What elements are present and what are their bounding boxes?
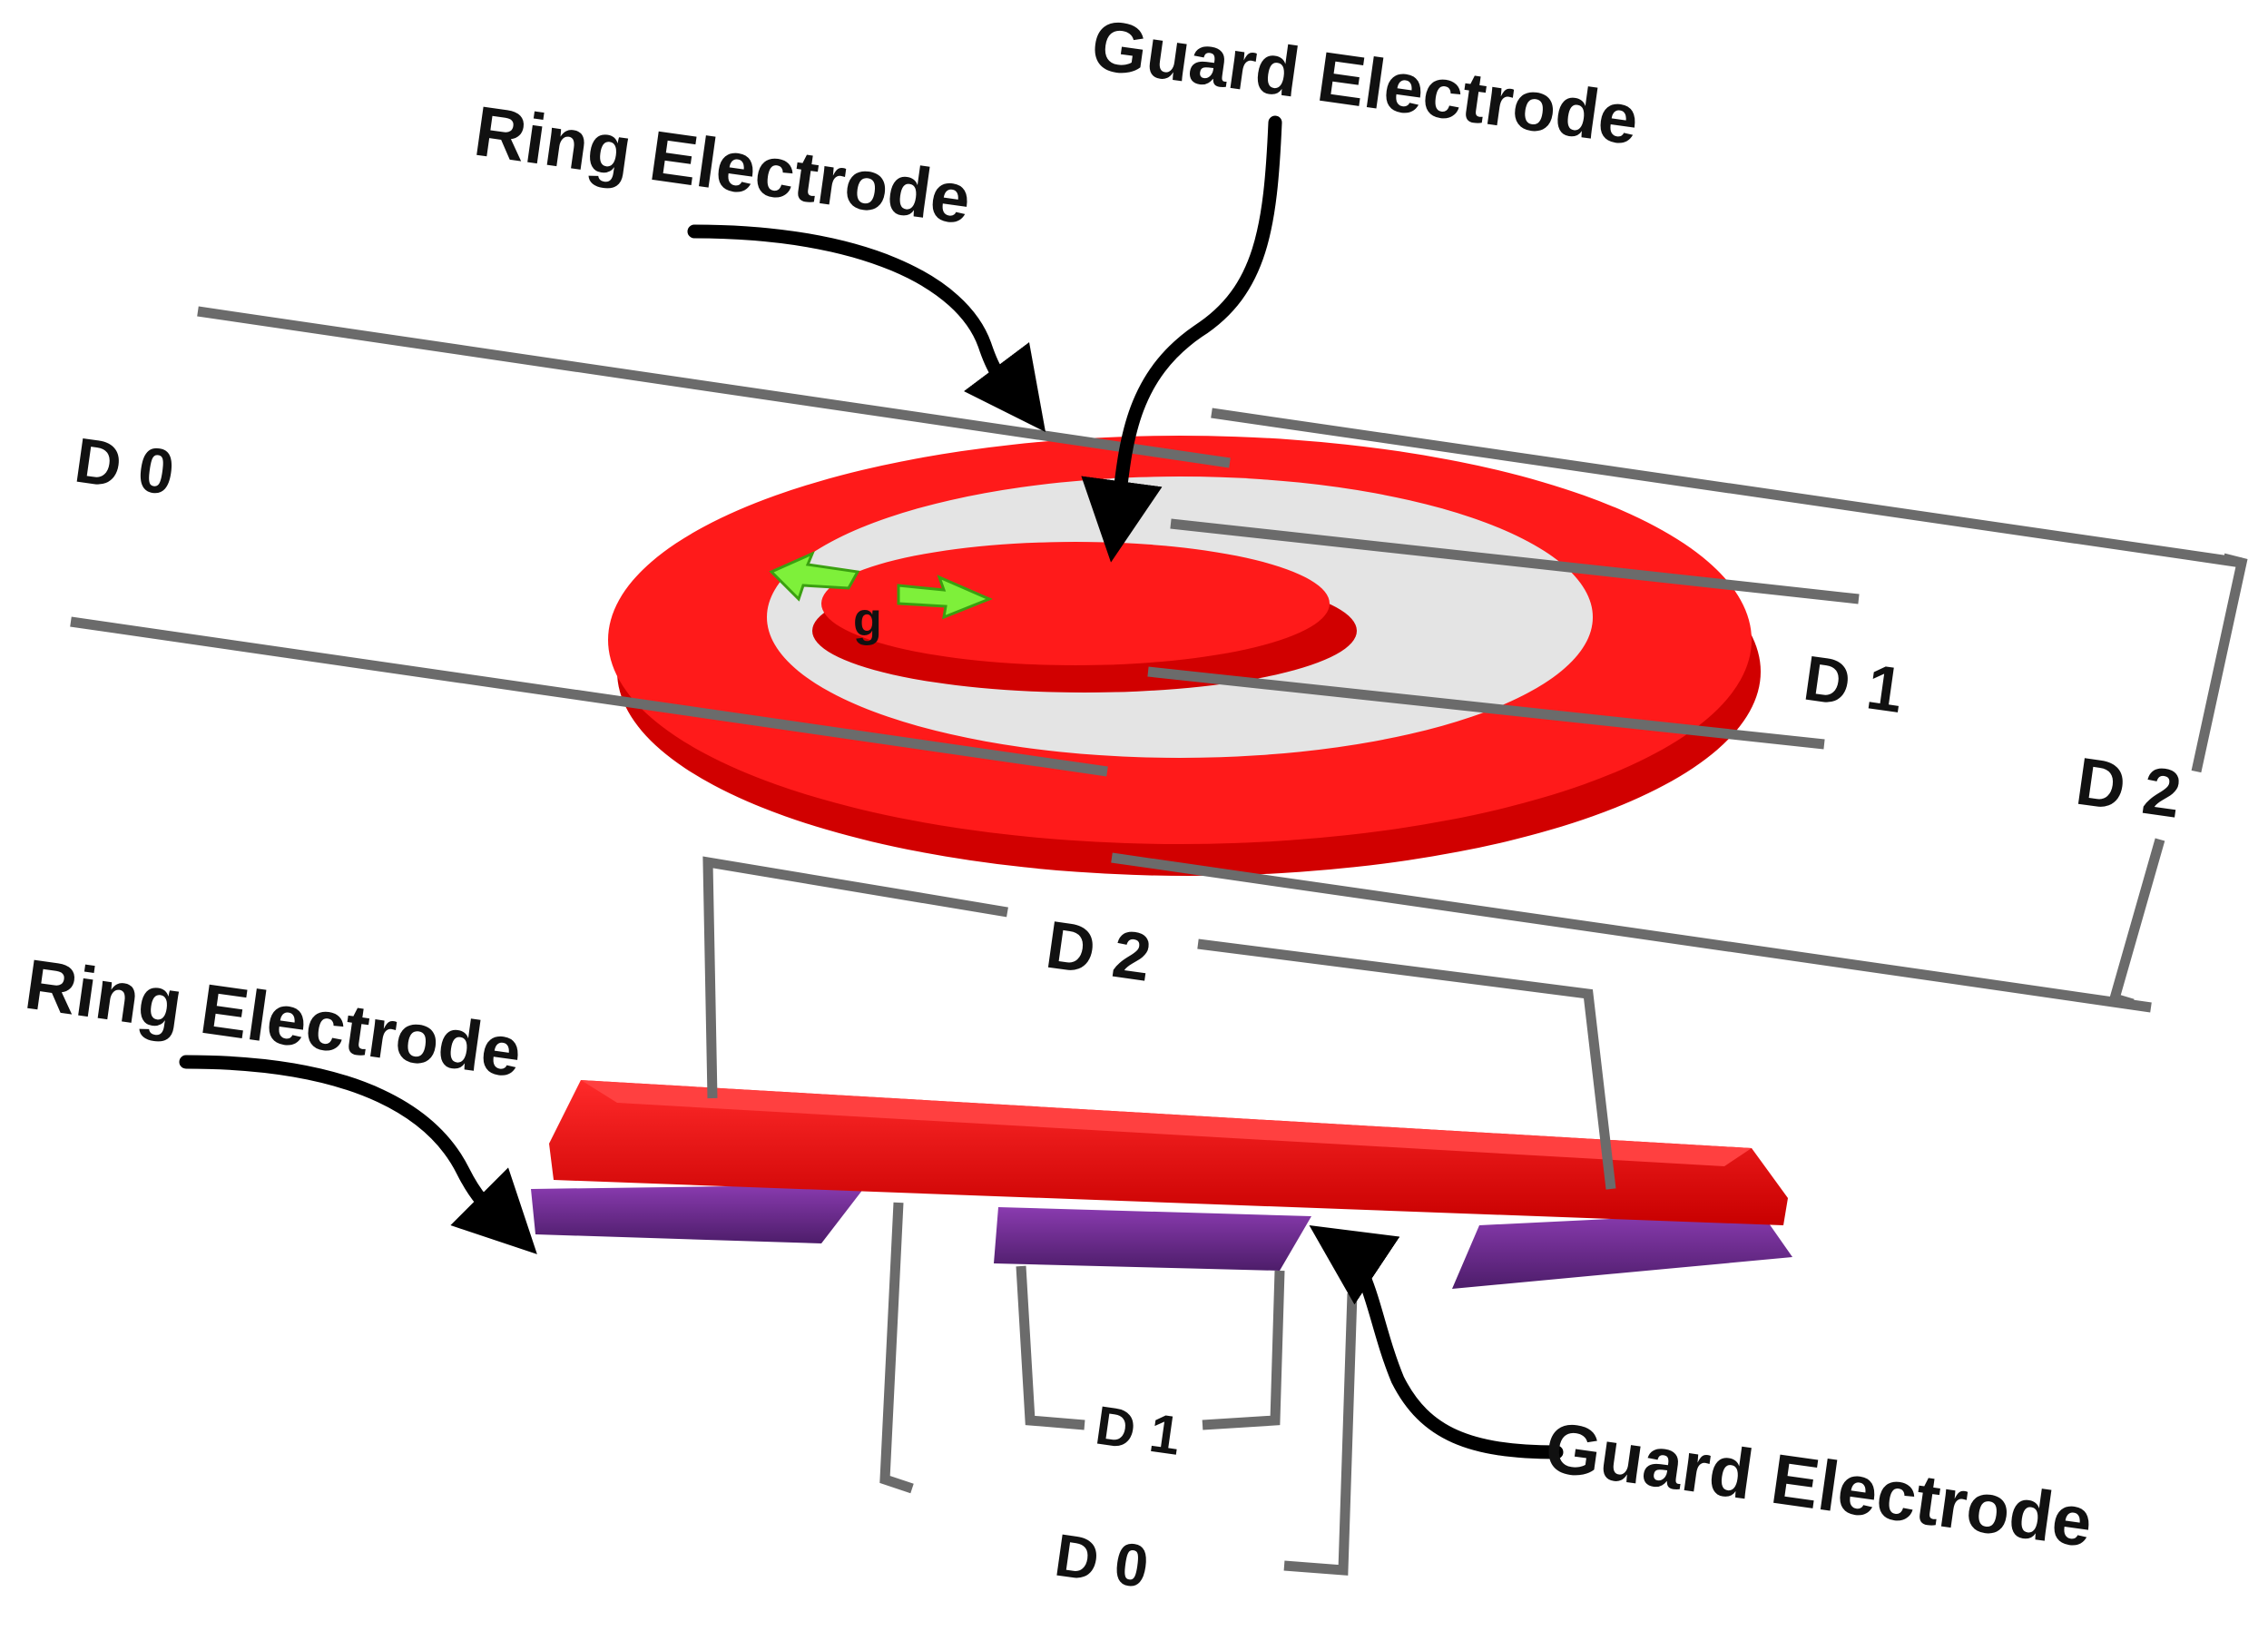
- ring-electrode-top-label: Ring Electrode: [470, 91, 976, 240]
- d0-bottom-label: D 0: [1051, 1521, 1153, 1601]
- callout-arrows: [179, 115, 1564, 1459]
- gap-arrow-left-icon: [769, 551, 860, 602]
- guard-electrode-top: [821, 542, 1330, 665]
- gap-arrow-right-icon: [897, 575, 993, 620]
- d2-right-label: D 2: [2072, 743, 2186, 832]
- guard-electrode-top-label: Guard Electrode: [1087, 5, 1644, 161]
- insulator-left: [531, 1184, 867, 1243]
- d1-bottom-label: D 1: [1092, 1395, 1184, 1467]
- d2-bottom-label: D 2: [1042, 907, 1156, 996]
- ring-electrode-bottom-arrow-icon: [179, 1055, 537, 1254]
- d0-bottom-bracket: [879, 1202, 1358, 1576]
- top-electrode-assembly: [608, 436, 1761, 876]
- ring-electrode-top-arrow-icon: [687, 224, 1046, 432]
- top-extension-lines: [70, 306, 2243, 1013]
- d0-top-label: D 0: [71, 425, 179, 508]
- side-electrode-assembly: [531, 1080, 1792, 1289]
- gap-arrows: [769, 551, 993, 620]
- gap-label: g: [853, 594, 882, 646]
- guard-electrode-bottom-label: Guard Electrode: [1541, 1407, 2097, 1563]
- d2-bottom-bracket: [702, 856, 1616, 1190]
- ring-electrode-side-top: [581, 1080, 1752, 1166]
- guard-electrode-top-arrow-icon: [1081, 115, 1282, 563]
- d2-right-bracket: [2108, 553, 2248, 1009]
- insulator-middle: [994, 1207, 1311, 1271]
- d1-top-label: D 1: [1800, 643, 1908, 726]
- guard-electrode-bottom-arrow-icon: [1309, 1224, 1564, 1459]
- insulator-right: [1452, 1212, 1792, 1289]
- d1-bottom-bracket: [1016, 1265, 1285, 1430]
